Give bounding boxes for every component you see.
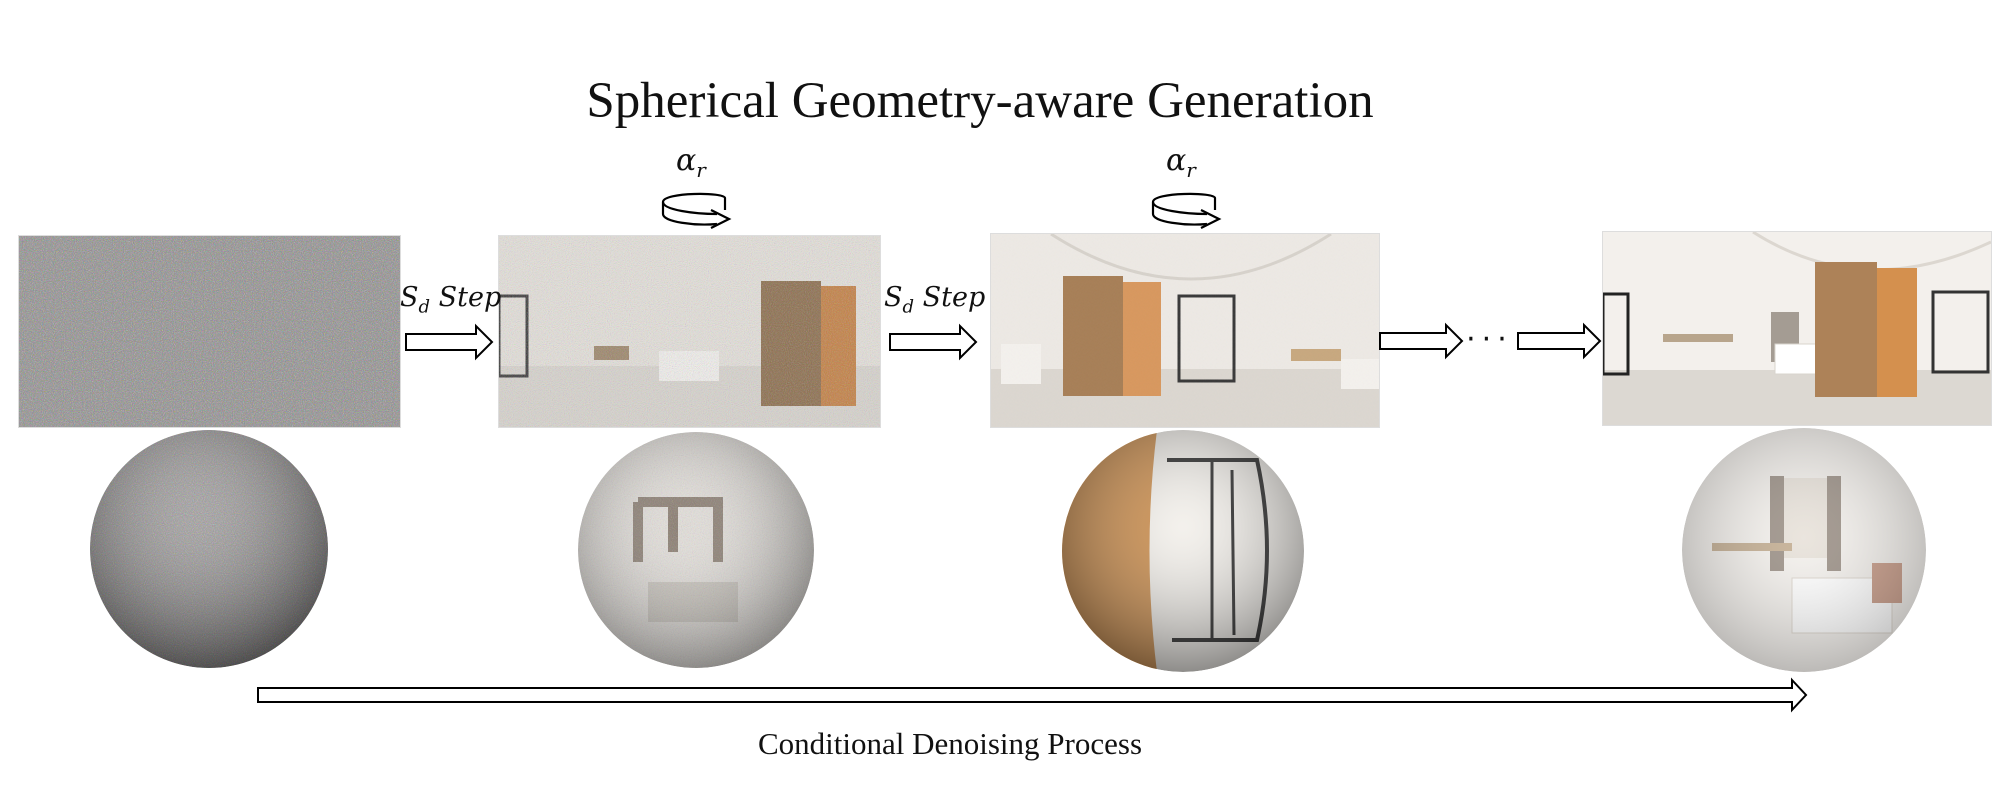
arrow-right-icon <box>889 323 978 361</box>
sphere-texture <box>578 432 814 668</box>
sphere-step-1 <box>578 432 814 668</box>
diagram-title: Spherical Geometry-aware Generation <box>586 73 1374 129</box>
step-word: Step <box>922 282 986 313</box>
panorama-noise <box>18 235 401 428</box>
room-scene <box>1603 232 1991 425</box>
process-caption: Conditional Denoising Process <box>757 726 1143 761</box>
rotation-label-2: αr <box>1166 143 1196 182</box>
rotation-subscript: r <box>696 158 706 182</box>
step-word: Step <box>438 282 502 313</box>
panorama-step-1 <box>498 235 881 428</box>
noise-texture <box>19 236 400 427</box>
ellipsis: ⋅⋅⋅ <box>1466 322 1513 357</box>
arrow-right-icon <box>1517 322 1602 360</box>
rotation-label-1: αr <box>676 143 706 182</box>
rotation-symbol: α <box>676 143 697 178</box>
rotation-arrow-icon <box>661 192 732 229</box>
panorama-step-2 <box>990 233 1380 428</box>
rotation-symbol: α <box>1166 143 1187 178</box>
panorama-final <box>1602 231 1992 426</box>
sphere-final <box>1682 428 1926 672</box>
step-subscript: d <box>902 296 915 318</box>
sphere-texture <box>1682 428 1926 672</box>
step-symbol: S <box>884 282 903 313</box>
step-subscript: d <box>418 296 431 318</box>
arrow-right-icon <box>405 323 494 361</box>
rotation-subscript: r <box>1186 158 1196 182</box>
long-arrow-right-icon <box>257 677 1808 713</box>
step-symbol: S <box>400 282 419 313</box>
sphere-step-2 <box>1062 430 1304 672</box>
rotation-arrow-icon <box>1151 192 1222 229</box>
room-scene <box>991 234 1379 427</box>
sphere-texture <box>1062 430 1304 672</box>
step-label-2: Sd Step <box>884 282 985 317</box>
step-label-1: Sd Step <box>400 282 501 317</box>
sphere-noise <box>90 430 328 668</box>
arrow-right-icon <box>1379 322 1464 360</box>
sphere-texture <box>90 430 328 668</box>
room-scene <box>499 236 880 427</box>
